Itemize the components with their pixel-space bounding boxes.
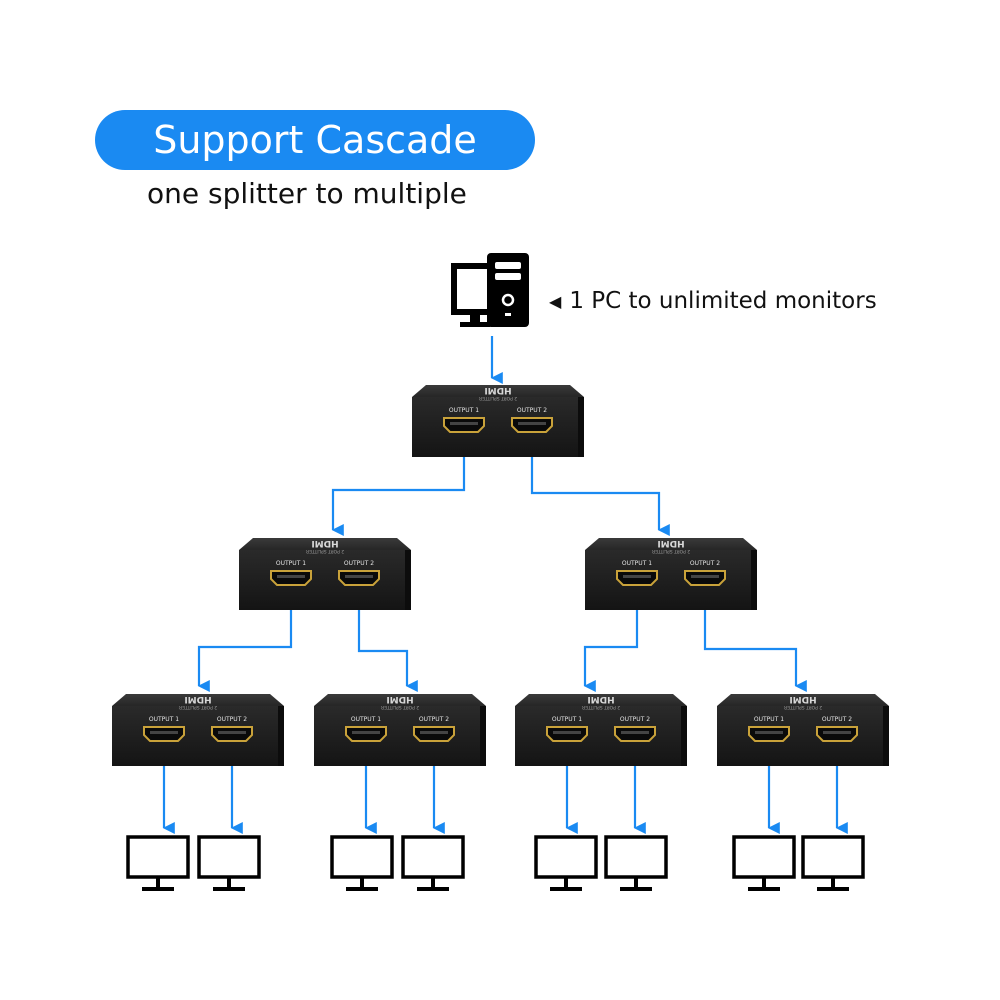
splitter-model-label: 2 PORT SPLITTER (306, 548, 344, 554)
connection-arrow (703, 585, 807, 692)
monitor-icon (330, 835, 394, 891)
splitter-model-label: 2 PORT SPLITTER (582, 704, 620, 710)
splitter-brand-label: HDMI (311, 538, 338, 548)
port-label: OUTPUT 1 (754, 716, 784, 723)
splitter-brand-label: HDMI (657, 538, 684, 548)
title-banner: Support Cascade (95, 110, 535, 170)
monitor-icon (534, 835, 598, 891)
connection-arrow (331, 432, 466, 536)
page-title: Support Cascade (153, 118, 477, 162)
monitor-icon (604, 835, 668, 891)
port-label: OUTPUT 1 (552, 716, 582, 723)
port-label: OUTPUT 2 (690, 560, 720, 567)
port-label: OUTPUT 2 (620, 716, 650, 723)
monitor-devices (126, 835, 865, 891)
port-label: OUTPUT 2 (217, 716, 247, 723)
monitor-icon (126, 835, 190, 891)
monitor-icon (801, 835, 865, 891)
page-subtitle: one splitter to multiple (147, 177, 467, 210)
port-label: OUTPUT 2 (419, 716, 449, 723)
monitor-icon (732, 835, 796, 891)
splitter-model-label: 2 PORT SPLITTER (479, 395, 517, 401)
port-label: OUTPUT 1 (149, 716, 179, 723)
connection-arrow (197, 585, 293, 692)
splitter-brand-label: HDMI (484, 385, 511, 395)
splitter-model-label: 2 PORT SPLITTER (179, 704, 217, 710)
port-label: OUTPUT 1 (622, 560, 652, 567)
connection-arrow (530, 432, 670, 536)
splitter-brand-label: HDMI (789, 694, 816, 704)
monitor-icon (197, 835, 261, 891)
splitter-model-label: 2 PORT SPLITTER (381, 704, 419, 710)
port-label: OUTPUT 2 (344, 560, 374, 567)
port-label: OUTPUT 2 (822, 716, 852, 723)
splitter-model-label: 2 PORT SPLITTER (652, 548, 690, 554)
pointer-left-icon: ◀ (549, 291, 562, 311)
splitter-brand-label: HDMI (184, 694, 211, 704)
splitter-brand-label: HDMI (587, 694, 614, 704)
splitter-model-label: 2 PORT SPLITTER (784, 704, 822, 710)
port-label: OUTPUT 2 (517, 407, 547, 414)
splitter-brand-label: HDMI (386, 694, 413, 704)
port-label: OUTPUT 1 (276, 560, 306, 567)
monitor-icon (401, 835, 465, 891)
source-label: 1 PC to unlimited monitors (569, 288, 877, 314)
connection-arrow (583, 585, 639, 692)
port-label: OUTPUT 1 (351, 716, 381, 723)
source-note: ◀ 1 PC to unlimited monitors (549, 288, 877, 314)
desktop-computer-icon (451, 253, 529, 327)
connection-arrow (357, 585, 418, 692)
port-label: OUTPUT 1 (449, 407, 479, 414)
